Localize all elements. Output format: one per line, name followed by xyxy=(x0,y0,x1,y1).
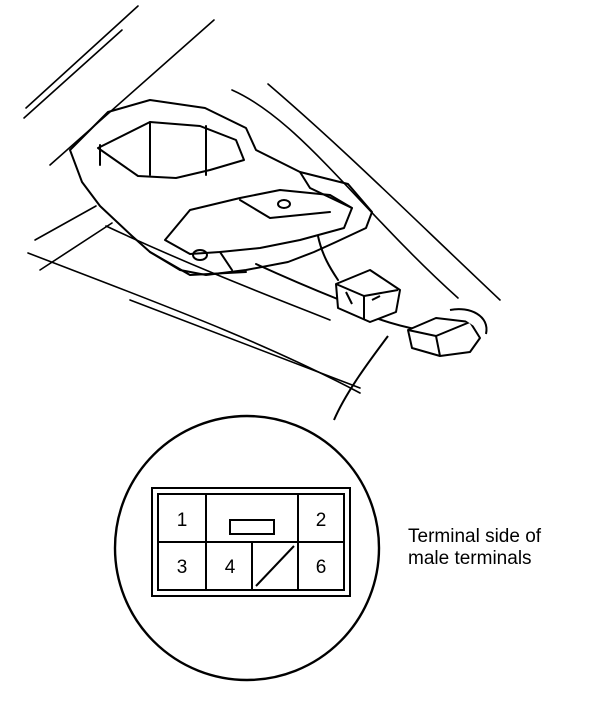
caption-line-1: Terminal side of xyxy=(408,526,542,547)
vehicle-panel-lines xyxy=(23,5,501,394)
pin-label-4: 4 xyxy=(225,557,236,578)
leader-line xyxy=(333,335,389,421)
empty-cavity-slash xyxy=(255,545,295,587)
harness-connector-plug xyxy=(335,269,401,323)
caption-line-2: male terminals xyxy=(408,548,532,569)
pin-label-2: 2 xyxy=(316,510,327,531)
pin-label-3: 3 xyxy=(177,557,188,578)
pin-label-6: 6 xyxy=(316,557,327,578)
bracket-housing xyxy=(69,99,373,276)
mating-connector xyxy=(407,308,488,357)
connector-face: 1 2 3 4 6 xyxy=(151,487,351,597)
pin-label-1: 1 xyxy=(177,510,188,531)
locking-tab xyxy=(229,519,275,535)
